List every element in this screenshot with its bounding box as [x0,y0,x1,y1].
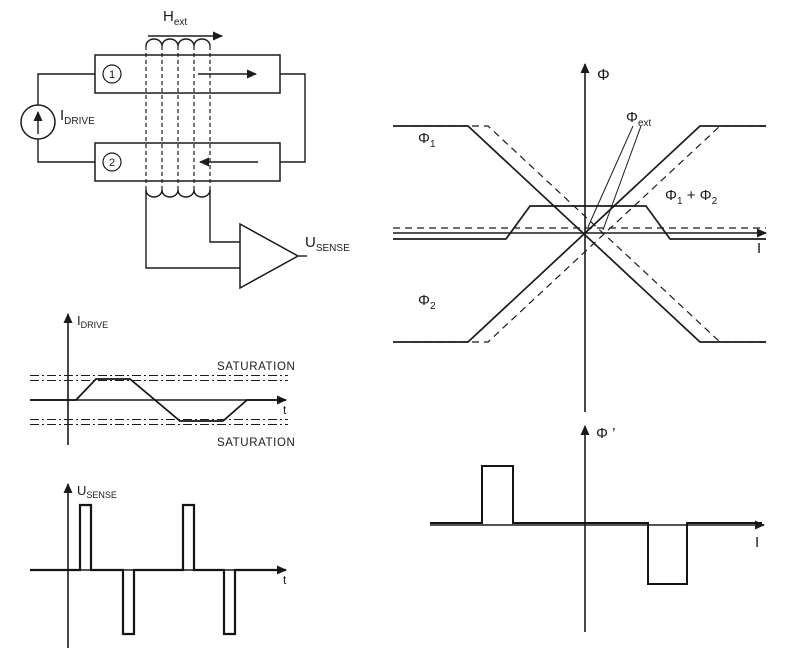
derivative-x-axis-label: I [755,534,759,551]
drive-x-axis-label: t [283,403,287,417]
core-1: 1 [94,54,281,94]
drive-current-waveform-graph: IDRIVE t SATURATION SATURATION [30,313,295,449]
drive-waveform [30,378,286,422]
core-2: 2 [94,142,281,182]
phi2-shifted-curve [412,125,768,343]
wire-source-to-core2 [37,139,95,163]
phi1-shifted-curve [412,125,768,343]
sense-amplifier: USENSE [239,222,350,290]
sense-waveform [30,503,286,636]
flux-derivative-graph: Φ ’ I [430,425,765,632]
core-1-number: 1 [109,69,115,81]
flux-x-axis-label: I [757,240,761,257]
wire-core1-to-core2 [280,73,306,163]
derivative-y-axis-label: Φ ’ [596,425,615,442]
flux-y-axis-label: Φ [597,67,610,84]
sense-voltage-waveform-graph: USENSE t [30,483,287,648]
saturation-label-bottom: SATURATION [217,437,295,449]
fluxgate-circuit: Hext IDRIVE 1 2 [20,8,350,290]
coil-lead-lower [145,190,240,269]
coil-top-turns [145,38,211,47]
phi-ext-pointer-2 [602,125,642,231]
sum-label: Φ1 + Φ2 [665,187,718,207]
sum-curve [393,205,766,240]
saturation-label-top: SATURATION [217,361,295,373]
phi-ext-pointer-1 [587,125,634,228]
sense-y-axis-label: USENSE [77,483,117,500]
phi1-label: Φ1 [418,130,436,150]
drive-y-axis-label: IDRIVE [77,313,108,330]
h-ext-label: Hext [163,8,187,28]
derivative-waveform [430,465,762,585]
core-2-number: 2 [109,157,115,169]
amplifier-triangle [239,222,300,290]
phi2-curve [393,125,766,343]
coil-lead-upper [209,190,240,243]
core-1-badge [102,64,122,84]
wire-source-to-core1 [37,73,95,105]
phi2-label: Φ2 [418,292,436,312]
drive-current-source: IDRIVE [20,104,95,140]
coil-bottom-turns [145,189,211,198]
sense-x-axis-label: t [283,573,287,587]
phi-ext-label: Φext [626,109,652,129]
i-drive-label: IDRIVE [60,107,95,127]
excitation-coil [145,38,240,269]
phi1-curve [393,125,766,343]
flux-vs-current-graph: Φ I Φ1 Φ2 Φext Φ1 + Φ2 [393,63,768,412]
core-2-badge [102,152,122,172]
u-sense-label: USENSE [305,234,350,254]
